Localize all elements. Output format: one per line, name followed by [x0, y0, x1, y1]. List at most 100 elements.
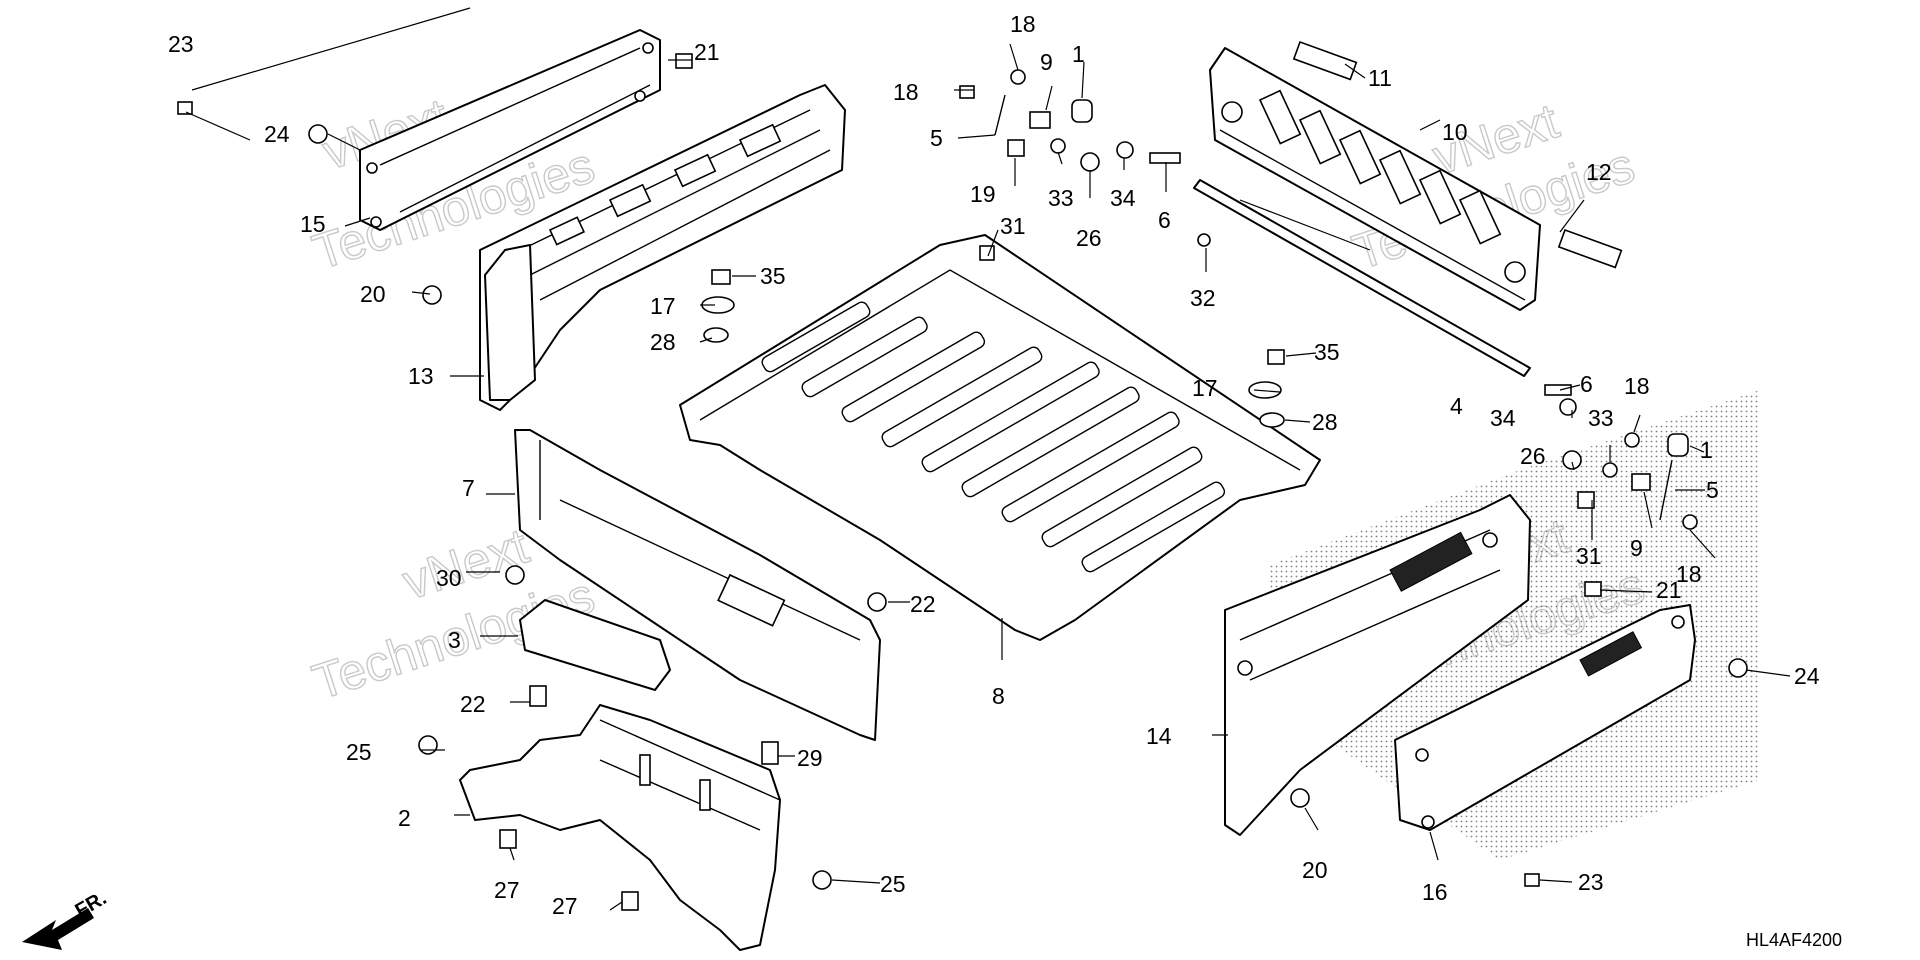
bolt-20-lower: [1290, 788, 1310, 808]
bolt-31-upper: [1007, 139, 1025, 157]
callout-9-upper: 9: [1040, 49, 1053, 75]
part-13-side-wall: [479, 84, 846, 411]
bolt-25-a: [418, 735, 438, 755]
callout-31-lower: 31: [1576, 543, 1602, 569]
callout-25-left: 25: [346, 739, 372, 765]
callout-19: 19: [970, 181, 996, 207]
callout-5-lower: 5: [1706, 477, 1719, 503]
washer-33-lower: [1602, 462, 1618, 478]
callout-4: 4: [1450, 393, 1463, 419]
callout-1-lower: 1: [1700, 437, 1713, 463]
callout-35-lower: 35: [1314, 339, 1340, 365]
bolt-35-lower: [1267, 349, 1285, 365]
callout-13: 13: [408, 363, 434, 389]
drawing-code: HL4AF4200: [1746, 930, 1842, 950]
strap-5-upper: [994, 94, 1006, 136]
bracket-9-upper: [1029, 111, 1051, 129]
callout-5-upper: 5: [930, 125, 943, 151]
callout-32: 32: [1190, 285, 1216, 311]
callout-23-lower: 23: [1578, 869, 1604, 895]
callout-2: 2: [398, 805, 411, 831]
callout-34-upper: 34: [1110, 185, 1136, 211]
callout-16: 16: [1422, 879, 1448, 905]
pin-6-upper: [1149, 152, 1181, 164]
bolt-22-b: [529, 685, 547, 707]
hardware: [177, 53, 1748, 911]
callout-20-upper: 20: [360, 281, 386, 307]
callout-17-upper: 17: [650, 293, 676, 319]
nut-26-upper: [1080, 152, 1100, 172]
callout-14: 14: [1146, 723, 1172, 749]
callout-7: 7: [462, 475, 475, 501]
bolt-20-upper: [422, 285, 442, 305]
callout-28-lower: 28: [1312, 409, 1338, 435]
part-3-tray: [519, 599, 671, 691]
bolt-18-c: [1624, 432, 1640, 448]
callout-20-lower: 20: [1302, 857, 1328, 883]
callout-22-right: 22: [910, 591, 936, 617]
callout-27-left: 27: [494, 877, 520, 903]
bolt-34-upper: [1116, 141, 1134, 159]
front-arrow-icon: [22, 908, 94, 950]
bolt-34-lower: [1559, 398, 1577, 416]
bumper-1-lower: [1667, 433, 1689, 457]
nut-27-b: [621, 891, 639, 911]
bolt-25-b: [812, 870, 832, 890]
strap-5-lower: [1659, 459, 1673, 521]
screw-32: [1197, 233, 1211, 247]
leader-lines: [185, 7, 1791, 911]
bolt-23-lower: [1524, 873, 1540, 887]
part-10-tailgate: [1209, 47, 1541, 311]
bolt-19: [979, 245, 995, 261]
callout-34-lower: 34: [1490, 405, 1516, 431]
callout-29: 29: [797, 745, 823, 771]
nut-27-a: [499, 829, 517, 849]
callout-6-lower: 6: [1580, 371, 1593, 397]
part-11-latch: [1292, 40, 1358, 81]
part-7-bulkhead: [514, 429, 881, 741]
callout-22-lower: 22: [460, 691, 486, 717]
callout-26-upper: 26: [1076, 225, 1102, 251]
bolt-18-a: [959, 85, 975, 99]
nut-26-lower: [1562, 450, 1582, 470]
clip-29: [761, 741, 779, 765]
part-12-latch: [1557, 228, 1623, 269]
bolt-18-b: [1010, 69, 1026, 85]
callout-30: 30: [436, 565, 462, 591]
callout-21-lower: 21: [1656, 577, 1682, 603]
callout-11: 11: [1368, 65, 1392, 91]
part-15-panel: [359, 29, 661, 231]
callout-9-lower: 9: [1630, 535, 1643, 561]
bolt-24-upper: [308, 124, 328, 144]
clip-17-lower: [1248, 381, 1282, 399]
callout-15: 15: [300, 211, 326, 237]
bolt-24-lower: [1728, 658, 1748, 678]
callout-23-upper: 23: [168, 31, 194, 57]
callout-25-right: 25: [880, 871, 906, 897]
bolt-23-upper: [177, 101, 193, 115]
bolt-21-lower: [1584, 581, 1602, 597]
bolt-35-upper: [711, 269, 731, 285]
callout-35-upper: 35: [760, 263, 786, 289]
callout-8: 8: [992, 683, 1005, 709]
callout-18-lower: 18: [1676, 561, 1702, 587]
callout-18-right: 18: [1624, 373, 1650, 399]
grommet-28-lower: [1259, 412, 1285, 428]
part-8-bed-floor: [679, 234, 1321, 641]
callout-6-upper: 6: [1158, 207, 1171, 233]
clip-30: [505, 565, 525, 585]
callout-10: 10: [1442, 119, 1468, 145]
bolt-18-d: [1682, 514, 1698, 530]
shading: [1270, 390, 1760, 860]
callout-27-right: 27: [552, 893, 578, 919]
part-2-fender: [459, 704, 781, 951]
callout-33-lower: 33: [1588, 405, 1614, 431]
callout-3: 3: [448, 627, 461, 653]
bracket-9-lower: [1631, 473, 1651, 491]
part-4-rod: [1193, 179, 1531, 377]
pin-6-lower: [1544, 384, 1572, 396]
callout-26-lower: 26: [1520, 443, 1546, 469]
bolt-22-a: [867, 592, 887, 612]
callouts: 23 21 24 15 20 13 18 9 1 18 5 19 31 33 2…: [168, 11, 1820, 919]
callout-24-upper: 24: [264, 121, 290, 147]
